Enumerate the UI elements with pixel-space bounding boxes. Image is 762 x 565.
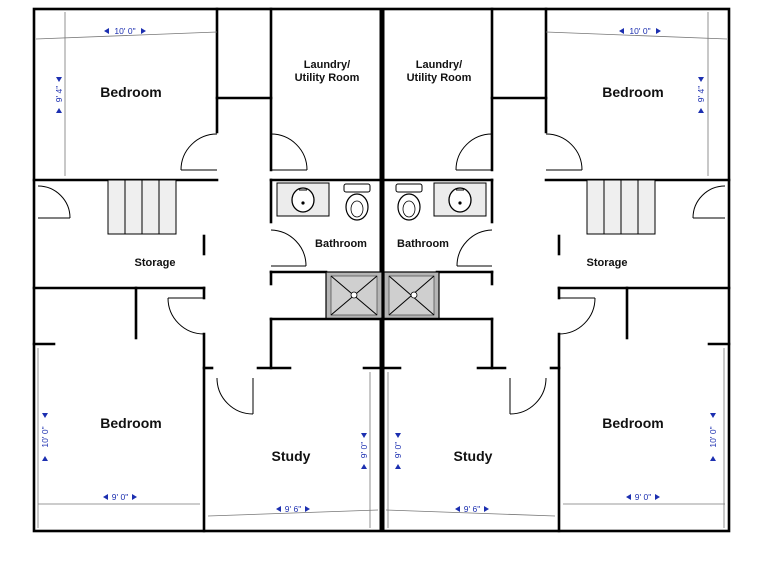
svg-text:9' 0": 9' 0" xyxy=(359,442,369,458)
toilet-left xyxy=(343,183,371,221)
room-label-bathroom: Bathroom xyxy=(397,238,449,250)
sink-left xyxy=(276,182,330,217)
door-arc xyxy=(167,297,205,335)
room-label-bedroom: Bedroom xyxy=(602,84,663,100)
door-arc xyxy=(270,133,308,171)
shower-right xyxy=(383,271,440,320)
stairs-right xyxy=(586,179,656,235)
dim-line xyxy=(545,31,728,40)
room-label-laundry: Utility Room xyxy=(295,72,360,84)
svg-text:9' 0": 9' 0" xyxy=(393,442,403,458)
room-label-bedroom: Bedroom xyxy=(100,84,161,100)
room-label-bedroom: Bedroom xyxy=(602,415,663,431)
svg-text:10' 0": 10' 0" xyxy=(114,26,135,36)
svg-text:9' 4": 9' 4" xyxy=(54,86,64,102)
dim-study-left-height: 9' 0" xyxy=(359,433,369,469)
room-label-storage: Storage xyxy=(587,257,628,269)
room-label-laundry: Utility Room xyxy=(407,72,472,84)
dim-study-right-height: 9' 0" xyxy=(393,433,403,469)
dim-bottom-right-height: 10' 0" xyxy=(708,413,718,461)
right-unit xyxy=(380,7,731,533)
door-arc xyxy=(558,297,596,335)
door-arc xyxy=(509,377,547,415)
dim-bottom-left-width: 9' 0" xyxy=(103,492,137,502)
dim-line xyxy=(385,509,556,517)
dim-top-right-width: 10' 0" xyxy=(619,26,661,36)
svg-text:9' 4": 9' 4" xyxy=(696,86,706,102)
door-arc xyxy=(37,185,71,219)
svg-text:9' 6": 9' 6" xyxy=(285,504,301,514)
door-arc xyxy=(692,185,726,219)
room-label-bedroom: Bedroom xyxy=(100,415,161,431)
dim-bottom-left-height: 10' 0" xyxy=(40,413,50,461)
dim-top-right-height: 9' 4" xyxy=(696,77,706,113)
dim-study-right-width: 9' 6" xyxy=(455,504,489,514)
room-label-bathroom: Bathroom xyxy=(315,238,367,250)
sink-right xyxy=(433,182,487,217)
svg-text:10' 0": 10' 0" xyxy=(40,426,50,447)
door-arc xyxy=(270,229,307,267)
shower-left xyxy=(325,271,383,320)
dim-line xyxy=(207,509,379,517)
toilet-right xyxy=(395,183,423,221)
svg-text:9' 0": 9' 0" xyxy=(635,492,651,502)
svg-text:10' 0": 10' 0" xyxy=(708,426,718,447)
door-arc xyxy=(455,133,493,171)
door-arc xyxy=(216,377,254,415)
svg-text:9' 0": 9' 0" xyxy=(112,492,128,502)
svg-text:9' 6": 9' 6" xyxy=(464,504,480,514)
dim-study-left-width: 9' 6" xyxy=(276,504,310,514)
room-label-study: Study xyxy=(454,448,493,464)
dim-line xyxy=(35,31,218,40)
dim-bottom-right-width: 9' 0" xyxy=(626,492,660,502)
room-label-study: Study xyxy=(272,448,311,464)
dim-top-left-width: 10' 0" xyxy=(104,26,146,36)
room-label-laundry: Laundry/ xyxy=(416,59,462,71)
stairs-left xyxy=(107,179,177,235)
svg-text:10' 0": 10' 0" xyxy=(629,26,650,36)
door-arc xyxy=(456,229,493,267)
room-label-laundry: Laundry/ xyxy=(304,59,350,71)
door-arc xyxy=(545,133,583,171)
dim-top-left-height: 9' 4" xyxy=(54,77,64,113)
room-label-storage: Storage xyxy=(135,257,176,269)
door-arc xyxy=(180,133,218,171)
left-unit xyxy=(32,7,384,533)
